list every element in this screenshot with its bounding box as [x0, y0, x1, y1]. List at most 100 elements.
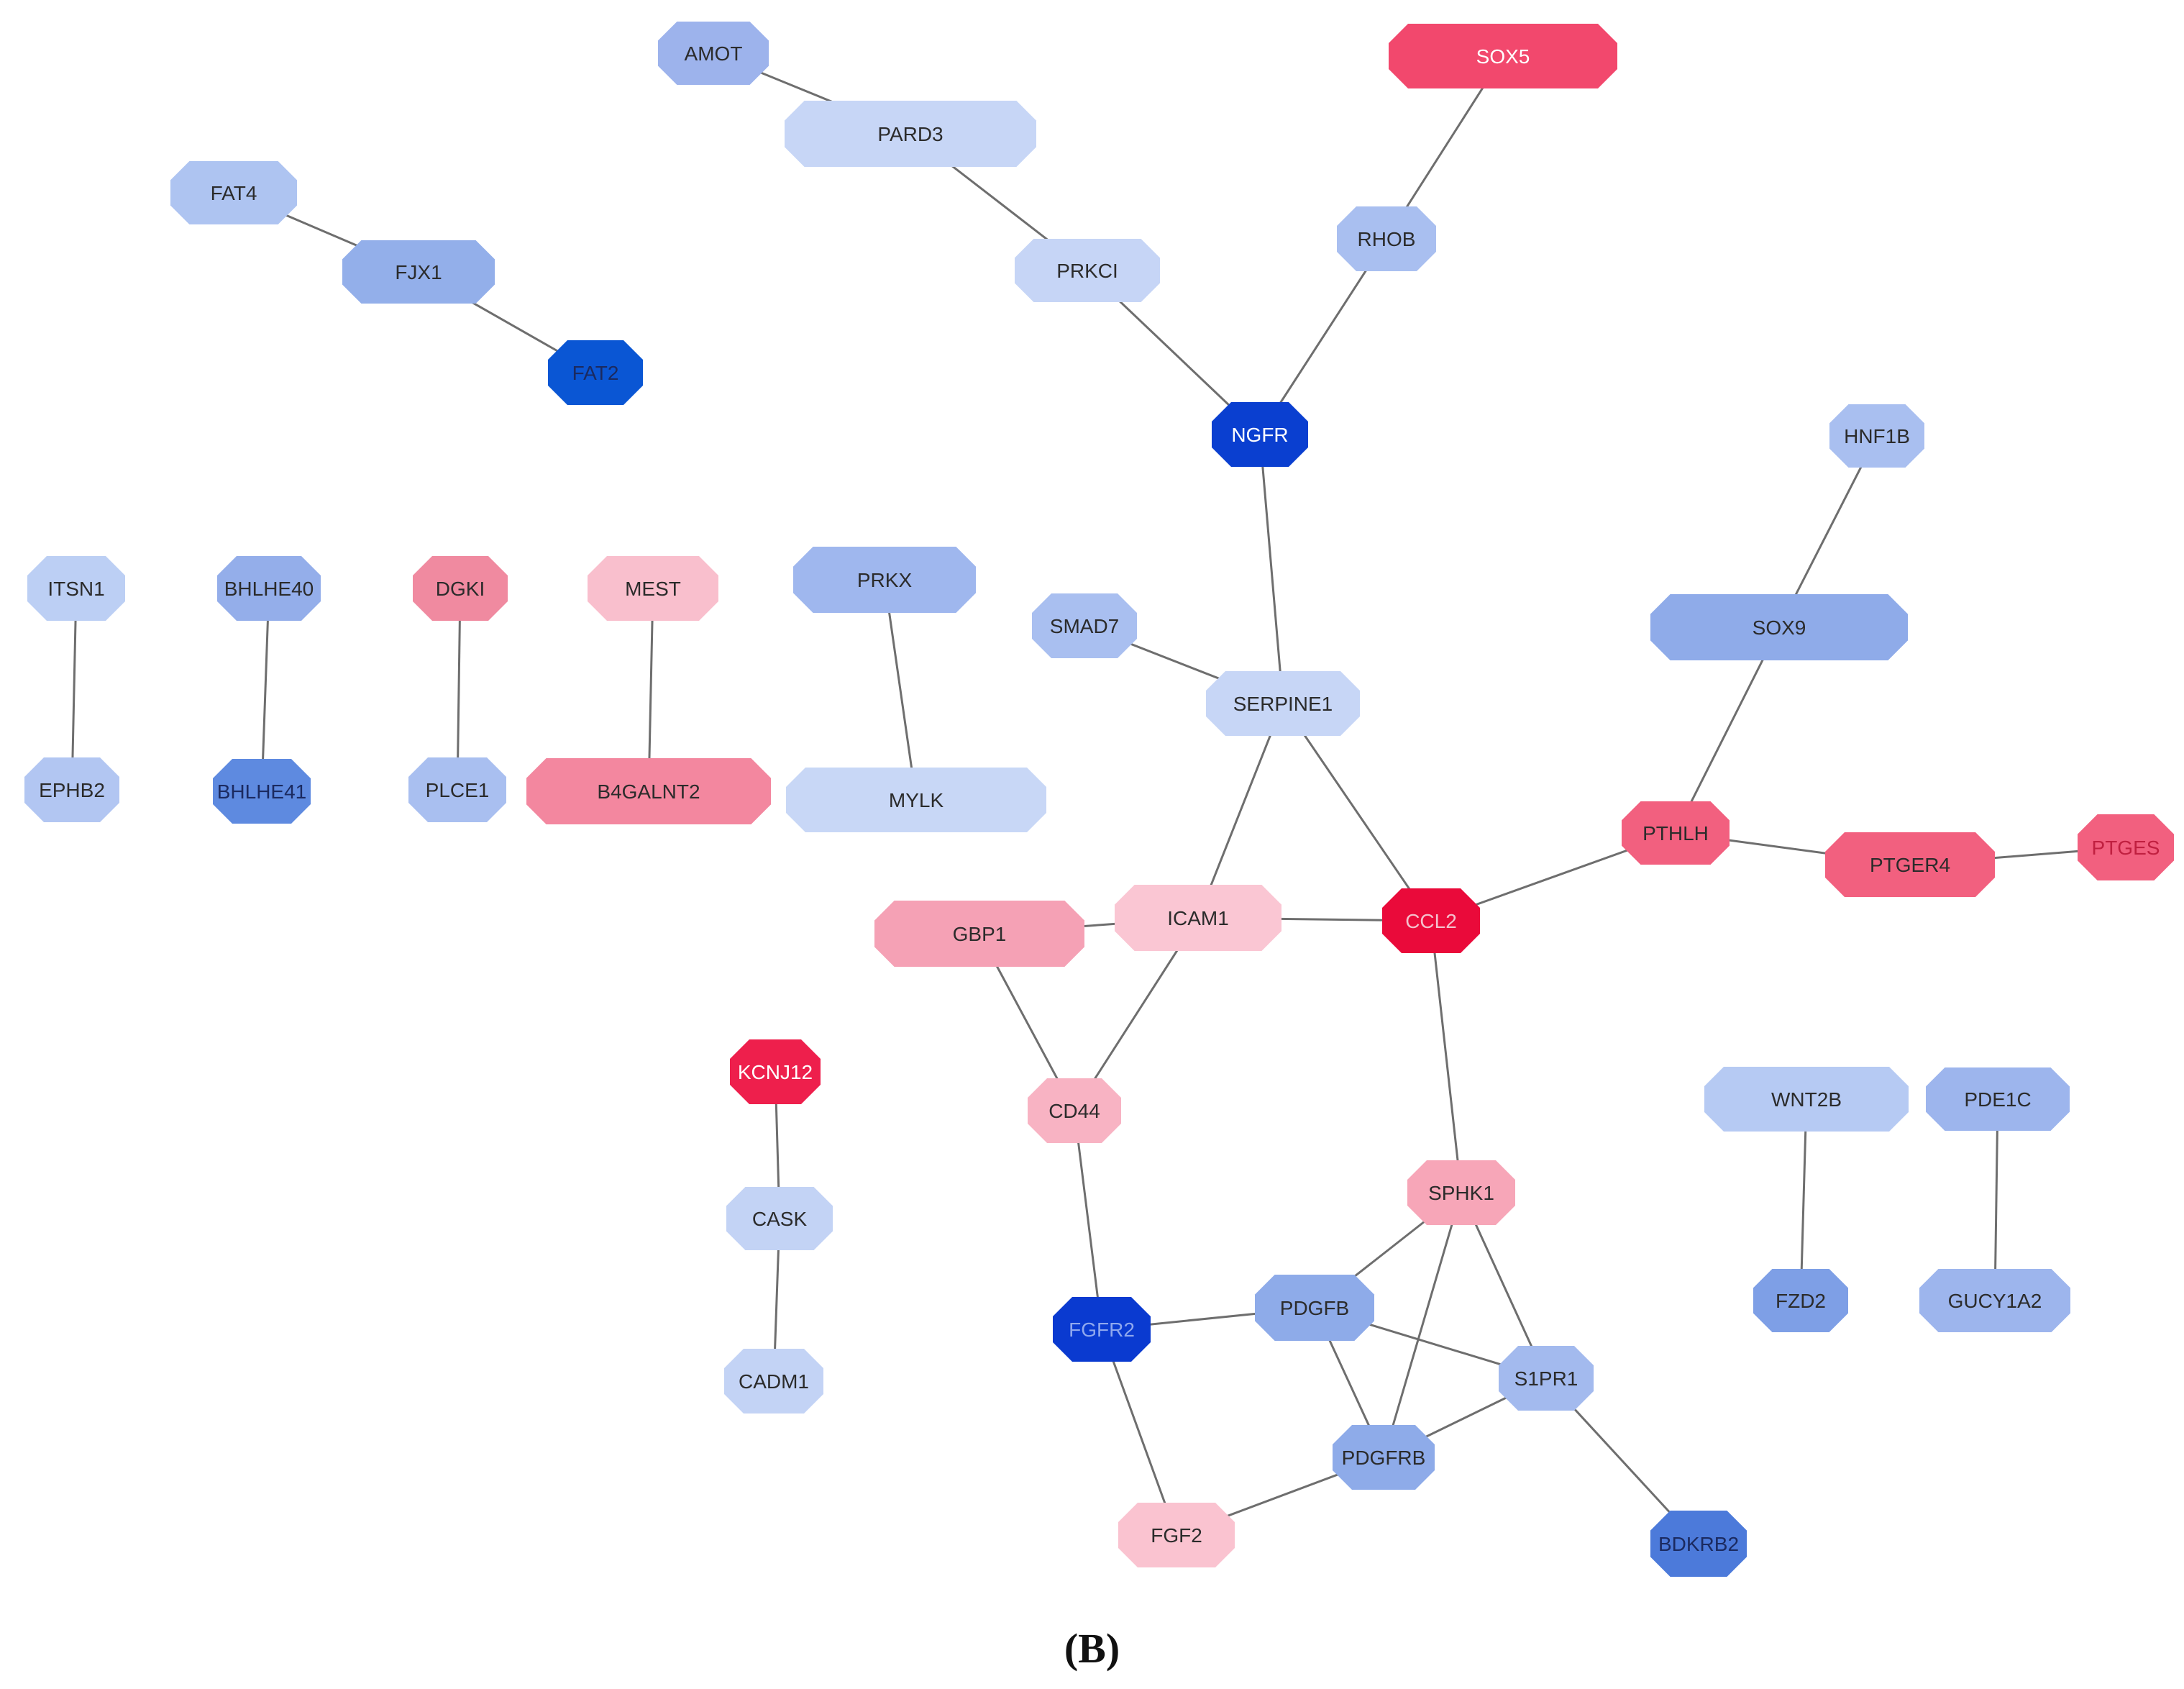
node-sox9[interactable]: SOX9: [1650, 594, 1908, 660]
node-shape: [24, 757, 119, 822]
node-ptges[interactable]: PTGES: [2078, 814, 2174, 880]
node-fgfr2[interactable]: FGFR2: [1053, 1297, 1151, 1362]
node-shape: [1622, 801, 1730, 865]
node-s1pr1[interactable]: S1PR1: [1499, 1346, 1594, 1411]
node-label: FZD2: [1776, 1290, 1826, 1312]
edge-sphk1-pdgfrb: [1382, 1192, 1463, 1458]
node-wnt2b[interactable]: WNT2B: [1704, 1067, 1909, 1132]
node-pthlh[interactable]: PTHLH: [1622, 801, 1730, 865]
node-shape: [1829, 404, 1924, 468]
node-label: RHOB: [1358, 228, 1416, 250]
node-bhlhe40[interactable]: BHLHE40: [217, 556, 321, 621]
node-label: SPHK1: [1428, 1182, 1494, 1204]
node-plce1[interactable]: PLCE1: [408, 757, 506, 822]
node-shape: [413, 556, 508, 621]
node-kcnj12[interactable]: KCNJ12: [730, 1039, 821, 1104]
node-shape: [1919, 1269, 2070, 1332]
node-gucy1a2[interactable]: GUCY1A2: [1919, 1269, 2070, 1332]
node-ngfr[interactable]: NGFR: [1212, 402, 1308, 467]
node-hnf1b[interactable]: HNF1B: [1829, 404, 1924, 468]
node-shape: [1389, 24, 1617, 88]
edge-ngfr-serpine1: [1258, 434, 1284, 704]
node-cd44[interactable]: CD44: [1028, 1078, 1121, 1143]
node-ccl2[interactable]: CCL2: [1382, 888, 1480, 953]
node-shape: [1753, 1269, 1848, 1332]
node-prkx[interactable]: PRKX: [793, 547, 976, 613]
edge-mest-b4galnt2: [647, 588, 654, 792]
node-fzd2[interactable]: FZD2: [1753, 1269, 1848, 1332]
node-shape: [1337, 206, 1436, 271]
node-bdkrb2[interactable]: BDKRB2: [1650, 1511, 1747, 1577]
node-label: PTHLH: [1642, 822, 1709, 844]
node-label: WNT2B: [1771, 1088, 1842, 1111]
node-bhlhe41[interactable]: BHLHE41: [213, 759, 311, 824]
node-shape: [1028, 1078, 1121, 1143]
node-sox5[interactable]: SOX5: [1389, 24, 1617, 88]
edge-itsn1-ephb2: [70, 588, 78, 791]
node-label: PDE1C: [1964, 1088, 2031, 1111]
node-label: SMAD7: [1050, 615, 1119, 637]
node-label: BHLHE41: [217, 780, 307, 803]
node-rhob[interactable]: RHOB: [1337, 206, 1436, 271]
node-shape: [874, 901, 1084, 967]
edge-prkx-mylk: [883, 579, 918, 801]
node-shape: [1206, 671, 1360, 736]
node-shape: [1118, 1503, 1235, 1567]
node-pard3[interactable]: PARD3: [785, 101, 1036, 167]
node-fjx1[interactable]: FJX1: [342, 240, 495, 304]
node-serpine1[interactable]: SERPINE1: [1206, 671, 1360, 736]
node-label: CD44: [1048, 1100, 1100, 1122]
node-label: GBP1: [953, 923, 1007, 945]
node-fat2[interactable]: FAT2: [548, 340, 643, 405]
node-label: SOX9: [1753, 616, 1806, 639]
node-shape: [786, 768, 1046, 832]
node-label: AMOT: [685, 42, 743, 65]
node-shape: [27, 556, 125, 621]
node-cadm1[interactable]: CADM1: [724, 1349, 823, 1413]
node-ephb2[interactable]: EPHB2: [24, 757, 119, 822]
node-gbp1[interactable]: GBP1: [874, 901, 1084, 967]
node-cask[interactable]: CASK: [726, 1187, 833, 1250]
node-shape: [2078, 814, 2174, 880]
edge-dgki-plce1: [456, 588, 462, 791]
node-label: NGFR: [1231, 424, 1288, 446]
node-shape: [170, 161, 297, 224]
node-prkci[interactable]: PRKCI: [1015, 239, 1160, 302]
node-label: SERPINE1: [1233, 693, 1333, 715]
node-label: HNF1B: [1844, 425, 1910, 447]
node-ptger4[interactable]: PTGER4: [1825, 832, 1995, 897]
edge-cd44-fgfr2: [1073, 1110, 1103, 1330]
node-amot[interactable]: AMOT: [658, 22, 769, 85]
node-shape: [1333, 1425, 1435, 1490]
node-shape: [730, 1039, 821, 1104]
node-dgki[interactable]: DGKI: [413, 556, 508, 621]
edge-bhlhe40-bhlhe41: [260, 588, 270, 792]
node-b4galnt2[interactable]: B4GALNT2: [526, 758, 771, 824]
node-mest[interactable]: MEST: [588, 556, 718, 621]
node-label: FGF2: [1151, 1524, 1202, 1547]
node-label: ITSN1: [47, 578, 104, 600]
node-label: FJX1: [395, 261, 442, 283]
node-smad7[interactable]: SMAD7: [1032, 593, 1137, 658]
node-label: PTGER4: [1870, 854, 1950, 876]
node-label: PARD3: [877, 123, 943, 145]
node-shape: [408, 757, 506, 822]
node-label: CASK: [752, 1208, 808, 1230]
node-fat4[interactable]: FAT4: [170, 161, 297, 224]
node-shape: [1015, 239, 1160, 302]
node-pdgfrb[interactable]: PDGFRB: [1333, 1425, 1435, 1490]
node-pdgfb[interactable]: PDGFB: [1255, 1275, 1374, 1341]
node-label: BHLHE40: [224, 578, 314, 600]
node-shape: [1053, 1297, 1151, 1362]
node-shape: [526, 758, 771, 824]
node-sphk1[interactable]: SPHK1: [1407, 1160, 1515, 1225]
node-icam1[interactable]: ICAM1: [1115, 885, 1281, 951]
node-label: B4GALNT2: [597, 780, 700, 803]
node-mylk[interactable]: MYLK: [786, 768, 1046, 832]
node-itsn1[interactable]: ITSN1: [27, 556, 125, 621]
node-shape: [213, 759, 311, 824]
node-pde1c[interactable]: PDE1C: [1926, 1067, 2070, 1131]
node-fgf2[interactable]: FGF2: [1118, 1503, 1235, 1567]
node-label: DGKI: [436, 578, 485, 600]
